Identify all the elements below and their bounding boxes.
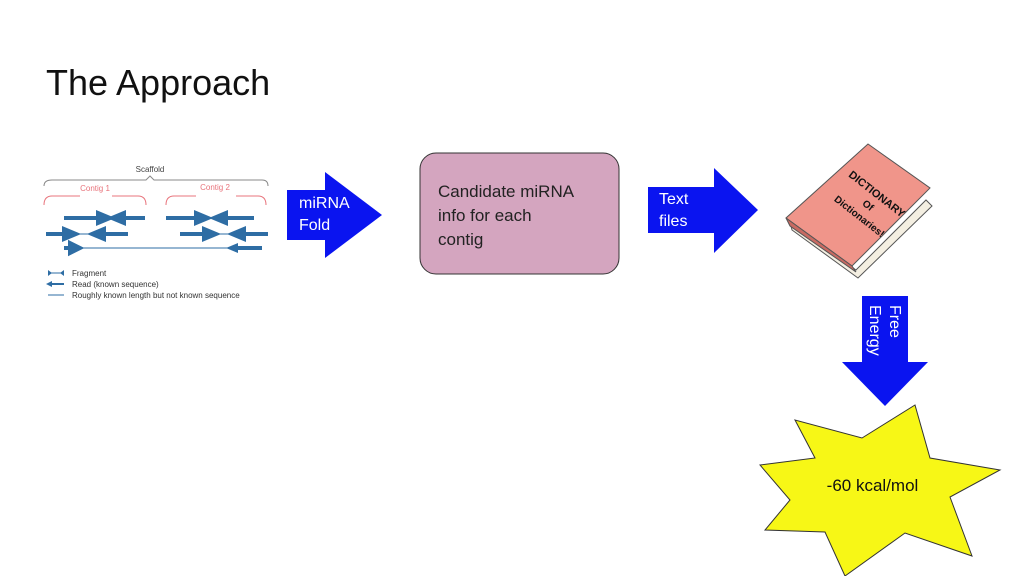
read-arrowhead xyxy=(202,226,222,242)
book-cover xyxy=(785,143,931,267)
legend-fragment: Fragment xyxy=(72,269,107,278)
legend-length: Roughly known length but not known seque… xyxy=(72,291,240,300)
read-arrowhead xyxy=(106,210,126,226)
free-energy-label: Free Energy xyxy=(862,305,904,375)
mirna-fold-label: miRNA Fold xyxy=(299,193,350,237)
free-energy-arrow xyxy=(842,296,928,406)
contig1-bracket xyxy=(43,195,147,206)
book-spine xyxy=(785,217,857,273)
dictionary-book: DICTIONARY Of Dictionaries! xyxy=(785,143,933,279)
energy-starburst xyxy=(759,404,1002,576)
contig2-label: Contig 2 xyxy=(200,183,230,192)
scaffold-figure: Scaffold Contig 1 Contig 2 xyxy=(43,165,269,300)
candidate-box-line1: Candidate miRNA xyxy=(438,182,575,201)
contig2-bracket xyxy=(165,195,267,206)
free-energy-label-line1: Free xyxy=(886,305,903,338)
candidate-box-text: Candidate miRNA info for each contig xyxy=(438,180,608,252)
mirna-fold-label-line1: miRNA xyxy=(299,195,350,212)
text-files-arrow xyxy=(648,168,758,253)
candidate-box-line3: contig xyxy=(438,230,484,249)
scaffold-bracket xyxy=(43,175,269,187)
read-arrowhead xyxy=(208,210,228,226)
read-arrowhead xyxy=(226,226,246,242)
energy-value: -60 kcal/mol xyxy=(826,476,919,495)
contig1-label: Contig 1 xyxy=(80,184,110,193)
scaffold-label: Scaffold xyxy=(136,165,165,174)
slide-title: The Approach xyxy=(46,62,271,103)
text-files-label: Text files xyxy=(659,189,688,233)
read-arrowhead xyxy=(96,210,116,226)
mirna-fold-label-line2: Fold xyxy=(299,217,331,234)
read-arrowhead xyxy=(68,239,85,257)
mirna-fold-arrow xyxy=(287,172,382,258)
text-files-label-line1: Text xyxy=(659,191,689,208)
read-arrowhead xyxy=(194,210,214,226)
text-files-label-line2: files xyxy=(659,213,688,230)
legend-read: Read (known sequence) xyxy=(72,280,159,289)
read-arrowhead xyxy=(86,226,106,242)
candidate-box-line2: info for each xyxy=(438,206,532,225)
read-arrowhead xyxy=(226,243,238,253)
candidate-box xyxy=(419,152,620,275)
read-arrowhead xyxy=(62,226,82,242)
scaffold-legend: Fragment Read (known sequence) Roughly k… xyxy=(46,269,240,300)
book-pages xyxy=(789,199,933,279)
free-energy-label-line2: Energy xyxy=(866,305,883,356)
